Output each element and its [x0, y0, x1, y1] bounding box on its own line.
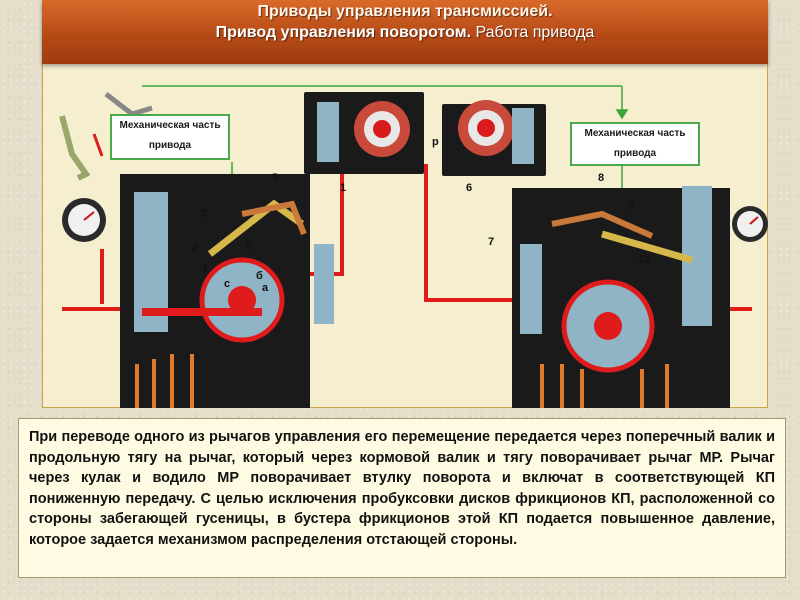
label-6: 6	[466, 182, 473, 194]
label-b: б	[256, 270, 263, 282]
gauges	[62, 198, 768, 242]
title-bold: Привод управления поворотом.	[215, 24, 472, 41]
left-mech-box-line1: Механическая часть	[119, 120, 221, 131]
right-mech-box: Механическая часть привода	[570, 122, 700, 166]
label-8: 8	[598, 172, 605, 184]
label-5: 5	[272, 172, 279, 184]
label-p: р	[432, 136, 439, 148]
title-normal: Работа привода	[471, 24, 595, 41]
left-mech-box: Механическая часть привода	[110, 114, 230, 160]
label-4: 4	[246, 240, 253, 252]
title-line1: Приводы управления трансмиссией.	[257, 3, 553, 20]
label-1b: 1	[202, 262, 209, 274]
right-mech-box-line2: привода	[613, 148, 657, 159]
label-2: 2	[192, 242, 199, 254]
label-1: 1	[340, 182, 347, 194]
right-mech-box-line1: Механическая часть	[584, 128, 686, 139]
label-9: 9	[628, 200, 635, 212]
description-text: При переводе одного из рычагов управлени…	[18, 418, 786, 578]
label-10: 10	[638, 254, 651, 266]
label-7: 7	[488, 236, 495, 248]
diagram-svg	[59, 85, 768, 408]
label-3: 3	[200, 208, 207, 220]
top-valves	[304, 92, 546, 176]
left-mech-box-line2: привода	[148, 140, 192, 151]
label-c: с	[224, 278, 231, 290]
right-hydraulic-block	[512, 186, 730, 408]
left-hydraulic-block	[120, 174, 334, 408]
transmission-diagram: Механическая часть привода Механическая …	[42, 64, 768, 408]
title-bar: Приводы управления трансмиссией. Привод …	[42, 0, 768, 64]
title-line2: Привод управления поворотом. Работа прив…	[42, 24, 768, 42]
label-a: а	[262, 282, 269, 294]
